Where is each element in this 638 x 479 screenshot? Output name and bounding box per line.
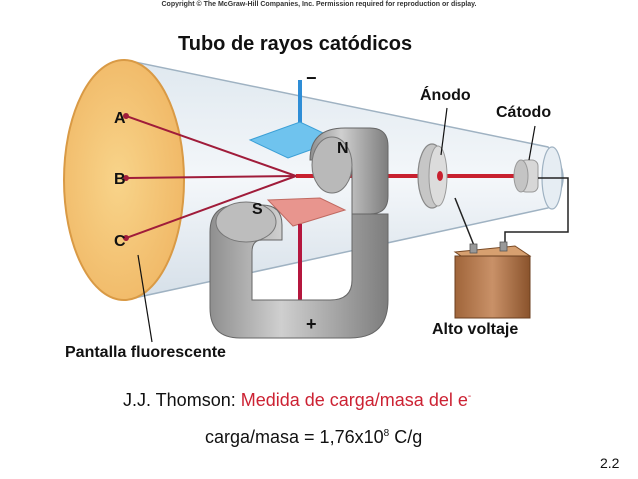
- anode-wire: [454, 197, 476, 249]
- point-a-dot: [123, 113, 129, 119]
- screen-leader: [137, 254, 153, 343]
- thomson-caption: J.J. Thomson: Medida de carga/masa del e…: [123, 390, 471, 411]
- magnet-s-label: S: [252, 201, 263, 218]
- ray-to-a: [125, 115, 297, 177]
- charge-mass-formula: carga/masa = 1,76x108 C/g: [205, 427, 422, 448]
- point-c-label: C: [114, 233, 126, 250]
- screen-label: Pantalla fluorescente: [61, 343, 230, 363]
- anode-leader: [440, 107, 448, 156]
- thomson-prefix: J.J. Thomson:: [123, 390, 241, 410]
- cathode-face: [513, 159, 529, 193]
- point-a-label: A: [114, 110, 126, 127]
- formula-unit: C/g: [389, 427, 423, 447]
- anode-hole: [437, 171, 443, 181]
- cathode-wire: [504, 177, 569, 248]
- plus-label: +: [306, 314, 317, 334]
- page-number: 2.2: [600, 455, 620, 471]
- high-voltage-label: Alto voltaje: [428, 320, 523, 340]
- terminal-left: [469, 243, 478, 254]
- thomson-highlight: Medida de carga/masa del e: [240, 390, 468, 410]
- minus-label: −: [306, 68, 317, 88]
- point-b-label: B: [114, 171, 126, 188]
- magnet-n-label: N: [337, 140, 349, 157]
- magnet-south-face: [215, 201, 277, 243]
- ray-to-b: [125, 175, 297, 179]
- cathode-leader: [528, 125, 536, 161]
- electron-charge-sup: -: [467, 391, 472, 402]
- magnet-north-face: [311, 136, 353, 194]
- cathode-label: Cátodo: [492, 103, 556, 123]
- formula-main: carga/masa = 1,76x10: [205, 427, 384, 447]
- anode-label: Ánodo: [416, 86, 475, 106]
- positive-plate: [266, 197, 347, 227]
- point-c-dot: [123, 235, 129, 241]
- copyright-notice: Copyright © The McGraw-Hill Companies, I…: [161, 1, 477, 8]
- terminal-right: [499, 241, 508, 252]
- formula-exponent: 8: [383, 428, 390, 439]
- point-b-dot: [123, 175, 129, 181]
- voltage-box: [454, 255, 531, 319]
- diagram-title: Tubo de rayos catódicos: [172, 31, 419, 58]
- ray-to-c: [125, 175, 297, 239]
